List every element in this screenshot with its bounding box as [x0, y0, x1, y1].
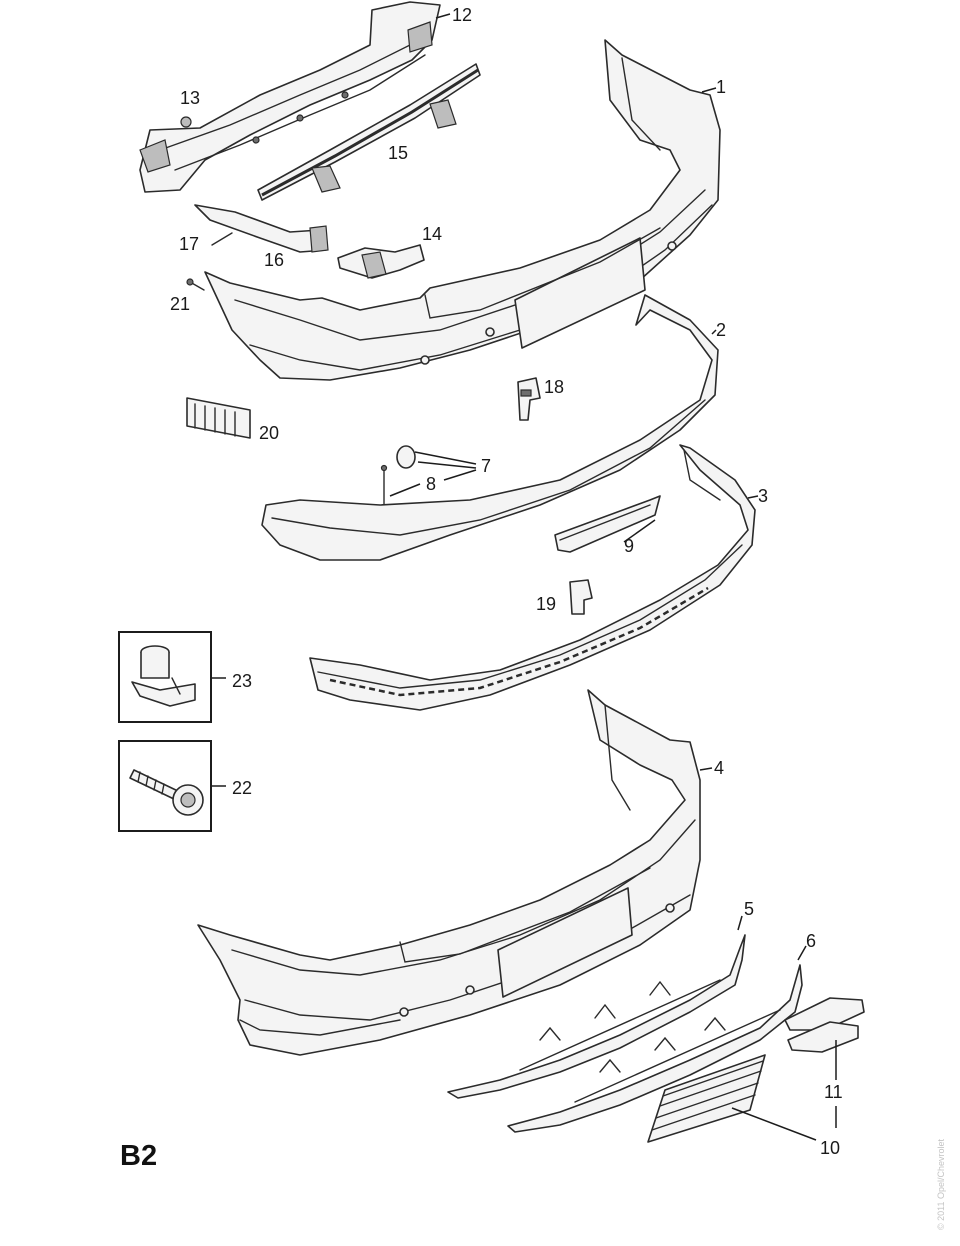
callout-23: 23	[232, 671, 252, 691]
part-4-bumper-assembly	[197, 689, 701, 1056]
copyright-text: © 2011 Opel/Chevrolet	[936, 1138, 946, 1230]
callout-11: 11	[824, 1082, 843, 1102]
callout-15: 15	[388, 143, 408, 163]
part-2-upper-trim	[261, 294, 719, 561]
callout-6: 6	[806, 931, 816, 951]
part-18-clip	[517, 377, 541, 421]
callout-19: 19	[536, 594, 556, 614]
callout-5: 5	[744, 899, 754, 919]
part-19-clip	[569, 579, 593, 615]
callout-14: 14	[422, 224, 442, 244]
callout-3: 3	[758, 486, 768, 506]
callout-18: 18	[544, 377, 564, 397]
callout-12: 12	[452, 5, 472, 25]
part-21-screw	[186, 278, 205, 291]
part-20-reflector	[186, 397, 251, 439]
leader-lines	[211, 13, 837, 1141]
part-3-lower-carrier	[309, 444, 756, 711]
part-12-reinforcement-bar	[139, 1, 441, 193]
part-15-absorber-strip	[257, 63, 481, 201]
callout-2: 2	[716, 320, 726, 340]
callout-7: 7	[481, 456, 491, 476]
callout-22: 22	[232, 778, 252, 798]
part-16-bracket	[194, 204, 329, 253]
callout-16: 16	[264, 250, 284, 270]
callout-8: 8	[426, 474, 436, 494]
callout-21: 21	[170, 294, 190, 314]
part-1-bumper-cover	[204, 39, 721, 381]
part-6-diffuser	[507, 964, 803, 1133]
part-7-cap	[396, 445, 416, 469]
callout-9: 9	[624, 536, 634, 556]
part-22-screw-box	[118, 740, 212, 832]
section-label: B2	[120, 1140, 158, 1172]
callout-4: 4	[714, 758, 724, 778]
callout-10: 10	[820, 1138, 840, 1158]
part-23-spacer-box	[118, 631, 212, 723]
callout-20: 20	[259, 423, 279, 443]
part-10-grille	[647, 1054, 766, 1143]
callout-1: 1	[716, 77, 726, 97]
part-14-bracket	[337, 244, 425, 279]
part-5-diffuser	[447, 934, 746, 1099]
part-8-pin	[380, 464, 388, 506]
part-11-clips	[784, 997, 865, 1053]
part-13-nut	[180, 116, 192, 128]
callout-13: 13	[180, 88, 200, 108]
part-9-trim-panel	[554, 495, 661, 553]
part-17-pin	[211, 232, 233, 246]
callout-17: 17	[179, 234, 199, 254]
callout-labels: 1 2 3 4 5 6 7 8 9 10 11 12 13 14 15 16 1…	[170, 5, 843, 1158]
